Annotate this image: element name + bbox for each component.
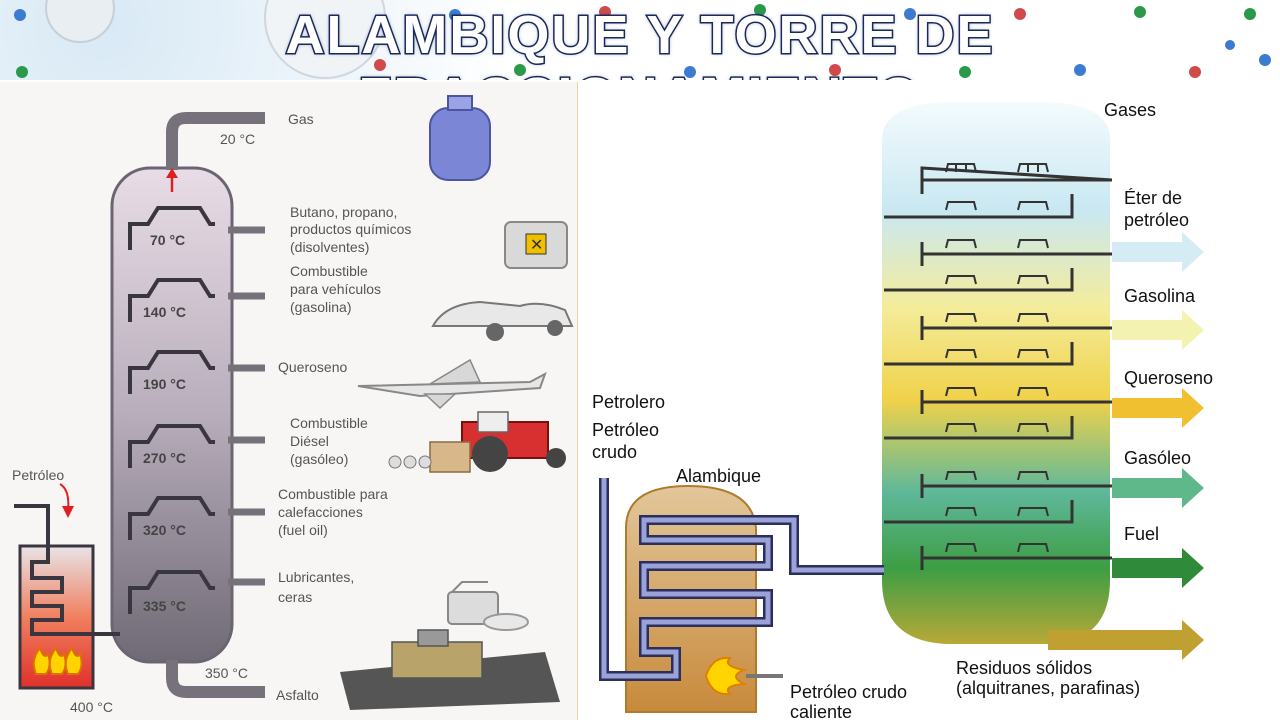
petroleo-crudo-line-2: crudo (592, 442, 637, 462)
gasolina-label: Gasolina (1124, 286, 1196, 306)
residuos-line-1: Residuos sólidos (956, 658, 1092, 678)
airplane-icon (357, 358, 547, 410)
fractioning-tower-diagram: 70 °C 140 °C 190 °C 270 °C 320 °C 335 °C… (12, 95, 574, 715)
butano-line-1: Butano, propano, (290, 204, 397, 220)
arrow-gasolina (1112, 310, 1204, 350)
queroseno-label-right: Queroseno (1124, 368, 1213, 388)
svg-text:✕: ✕ (530, 237, 543, 254)
bottom-temp-label: 350 °C (205, 665, 248, 681)
gasolina-line-3: (gasolina) (290, 299, 351, 315)
title-bar: ALAMBIQUE Y TORRE DE FRACCIONAMIENTO (0, 0, 1280, 82)
gasolina-line-2: para vehículos (290, 281, 381, 297)
gas-cylinder-icon (429, 95, 491, 181)
tray-temp-70: 70 °C (150, 232, 185, 248)
butano-line-2: productos químicos (290, 221, 411, 237)
car-icon (431, 300, 574, 341)
diesel-line-3: (gasóleo) (290, 451, 348, 467)
butano-line-3: (disolventes) (290, 239, 369, 255)
arrow-queroseno (1112, 388, 1204, 428)
lubricantes-line-2: ceras (278, 589, 312, 605)
arrow-fuel (1112, 548, 1204, 588)
fuel-line-1: Combustible para (278, 486, 388, 502)
flame-icon (32, 645, 83, 675)
petroleo-label: Petróleo (12, 467, 64, 483)
arrow-residuos (1048, 620, 1204, 660)
flame-icon-right (704, 656, 783, 696)
output-arrows (1048, 232, 1204, 660)
arrow-eter (1112, 232, 1204, 272)
diesel-line-1: Combustible (290, 415, 368, 431)
gasoleo-label: Gasóleo (1124, 448, 1191, 468)
tractor-icon (388, 411, 566, 473)
page-title: ALAMBIQUE Y TORRE DE FRACCIONAMIENTO (284, 4, 995, 83)
alambique-diagram: Gases Éter de petróleo Gasolina Querosen… (592, 100, 1213, 722)
diesel-line-2: Diésel (290, 433, 329, 449)
title-divider (0, 80, 1280, 82)
lubricantes-line-1: Lubricantes, (278, 569, 354, 585)
fractioning-tower (882, 102, 1110, 644)
caliente-line-2: caliente (790, 702, 852, 720)
petrolero-label: Petrolero (592, 392, 665, 412)
tray-temp-270: 270 °C (143, 450, 186, 466)
gases-label: Gases (1104, 100, 1156, 120)
asphalt-paver-icon (340, 629, 560, 710)
fuel-label: Fuel (1124, 524, 1159, 544)
alambique-label: Alambique (676, 466, 761, 486)
solvent-can-icon: ✕ (504, 221, 568, 269)
molecule-decoration (14, 0, 1271, 79)
gas-label: Gas (288, 111, 314, 127)
fuel-line-2: calefacciones (278, 504, 363, 520)
fuel-line-3: (fuel oil) (278, 522, 328, 538)
left-diagram-panel: 70 °C 140 °C 190 °C 270 °C 320 °C 335 °C… (0, 82, 578, 720)
top-temp-label: 20 °C (220, 131, 255, 147)
heating-coil (14, 504, 120, 636)
furnace-temp-label: 400 °C (70, 699, 113, 715)
gasolina-line-1: Combustible (290, 263, 368, 279)
right-diagram-panel: Gases Éter de petróleo Gasolina Querosen… (578, 82, 1280, 722)
residuos-line-2: (alquitranes, parafinas) (956, 678, 1140, 698)
tray-temp-320: 320 °C (143, 522, 186, 538)
eter-line-2: petróleo (1124, 210, 1189, 230)
asfalto-label: Asfalto (276, 687, 319, 703)
petroleo-crudo-line-1: Petróleo (592, 420, 659, 440)
eter-line-1: Éter de (1124, 188, 1182, 208)
tray-temp-335: 335 °C (143, 598, 186, 614)
tray-temp-140: 140 °C (143, 304, 186, 320)
oil-can-icon (447, 581, 529, 631)
caliente-line-1: Petróleo crudo (790, 682, 907, 702)
tray-temp-190: 190 °C (143, 376, 186, 392)
arrow-gasoleo (1112, 468, 1204, 508)
queroseno-label: Queroseno (278, 359, 347, 375)
